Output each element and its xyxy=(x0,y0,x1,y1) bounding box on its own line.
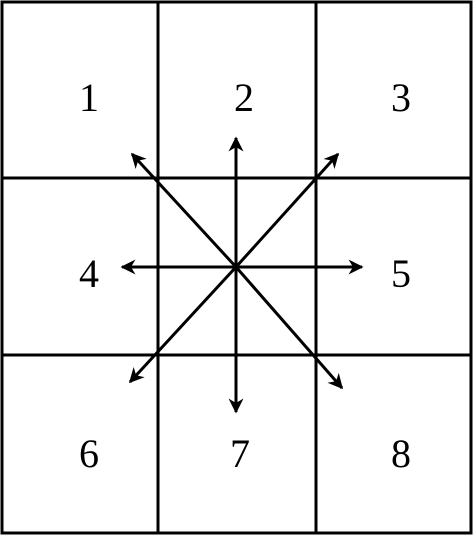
arrow-up-right xyxy=(234,152,340,269)
cell-label-8: 8 xyxy=(391,431,411,476)
cell-label-3: 3 xyxy=(391,75,411,120)
cell-label-6: 6 xyxy=(79,431,99,476)
cell-label-7: 7 xyxy=(230,431,250,476)
cell-labels: 1 2 3 4 5 6 7 8 xyxy=(79,75,411,476)
arrow-down-left xyxy=(128,265,238,384)
cell-label-1: 1 xyxy=(79,75,99,120)
cell-label-4: 4 xyxy=(79,251,99,296)
cell-label-5: 5 xyxy=(391,251,411,296)
cell-label-2: 2 xyxy=(234,75,254,120)
arrow-group xyxy=(120,136,364,414)
arrow-up-left xyxy=(130,152,238,269)
arrow-down-right xyxy=(234,266,344,390)
